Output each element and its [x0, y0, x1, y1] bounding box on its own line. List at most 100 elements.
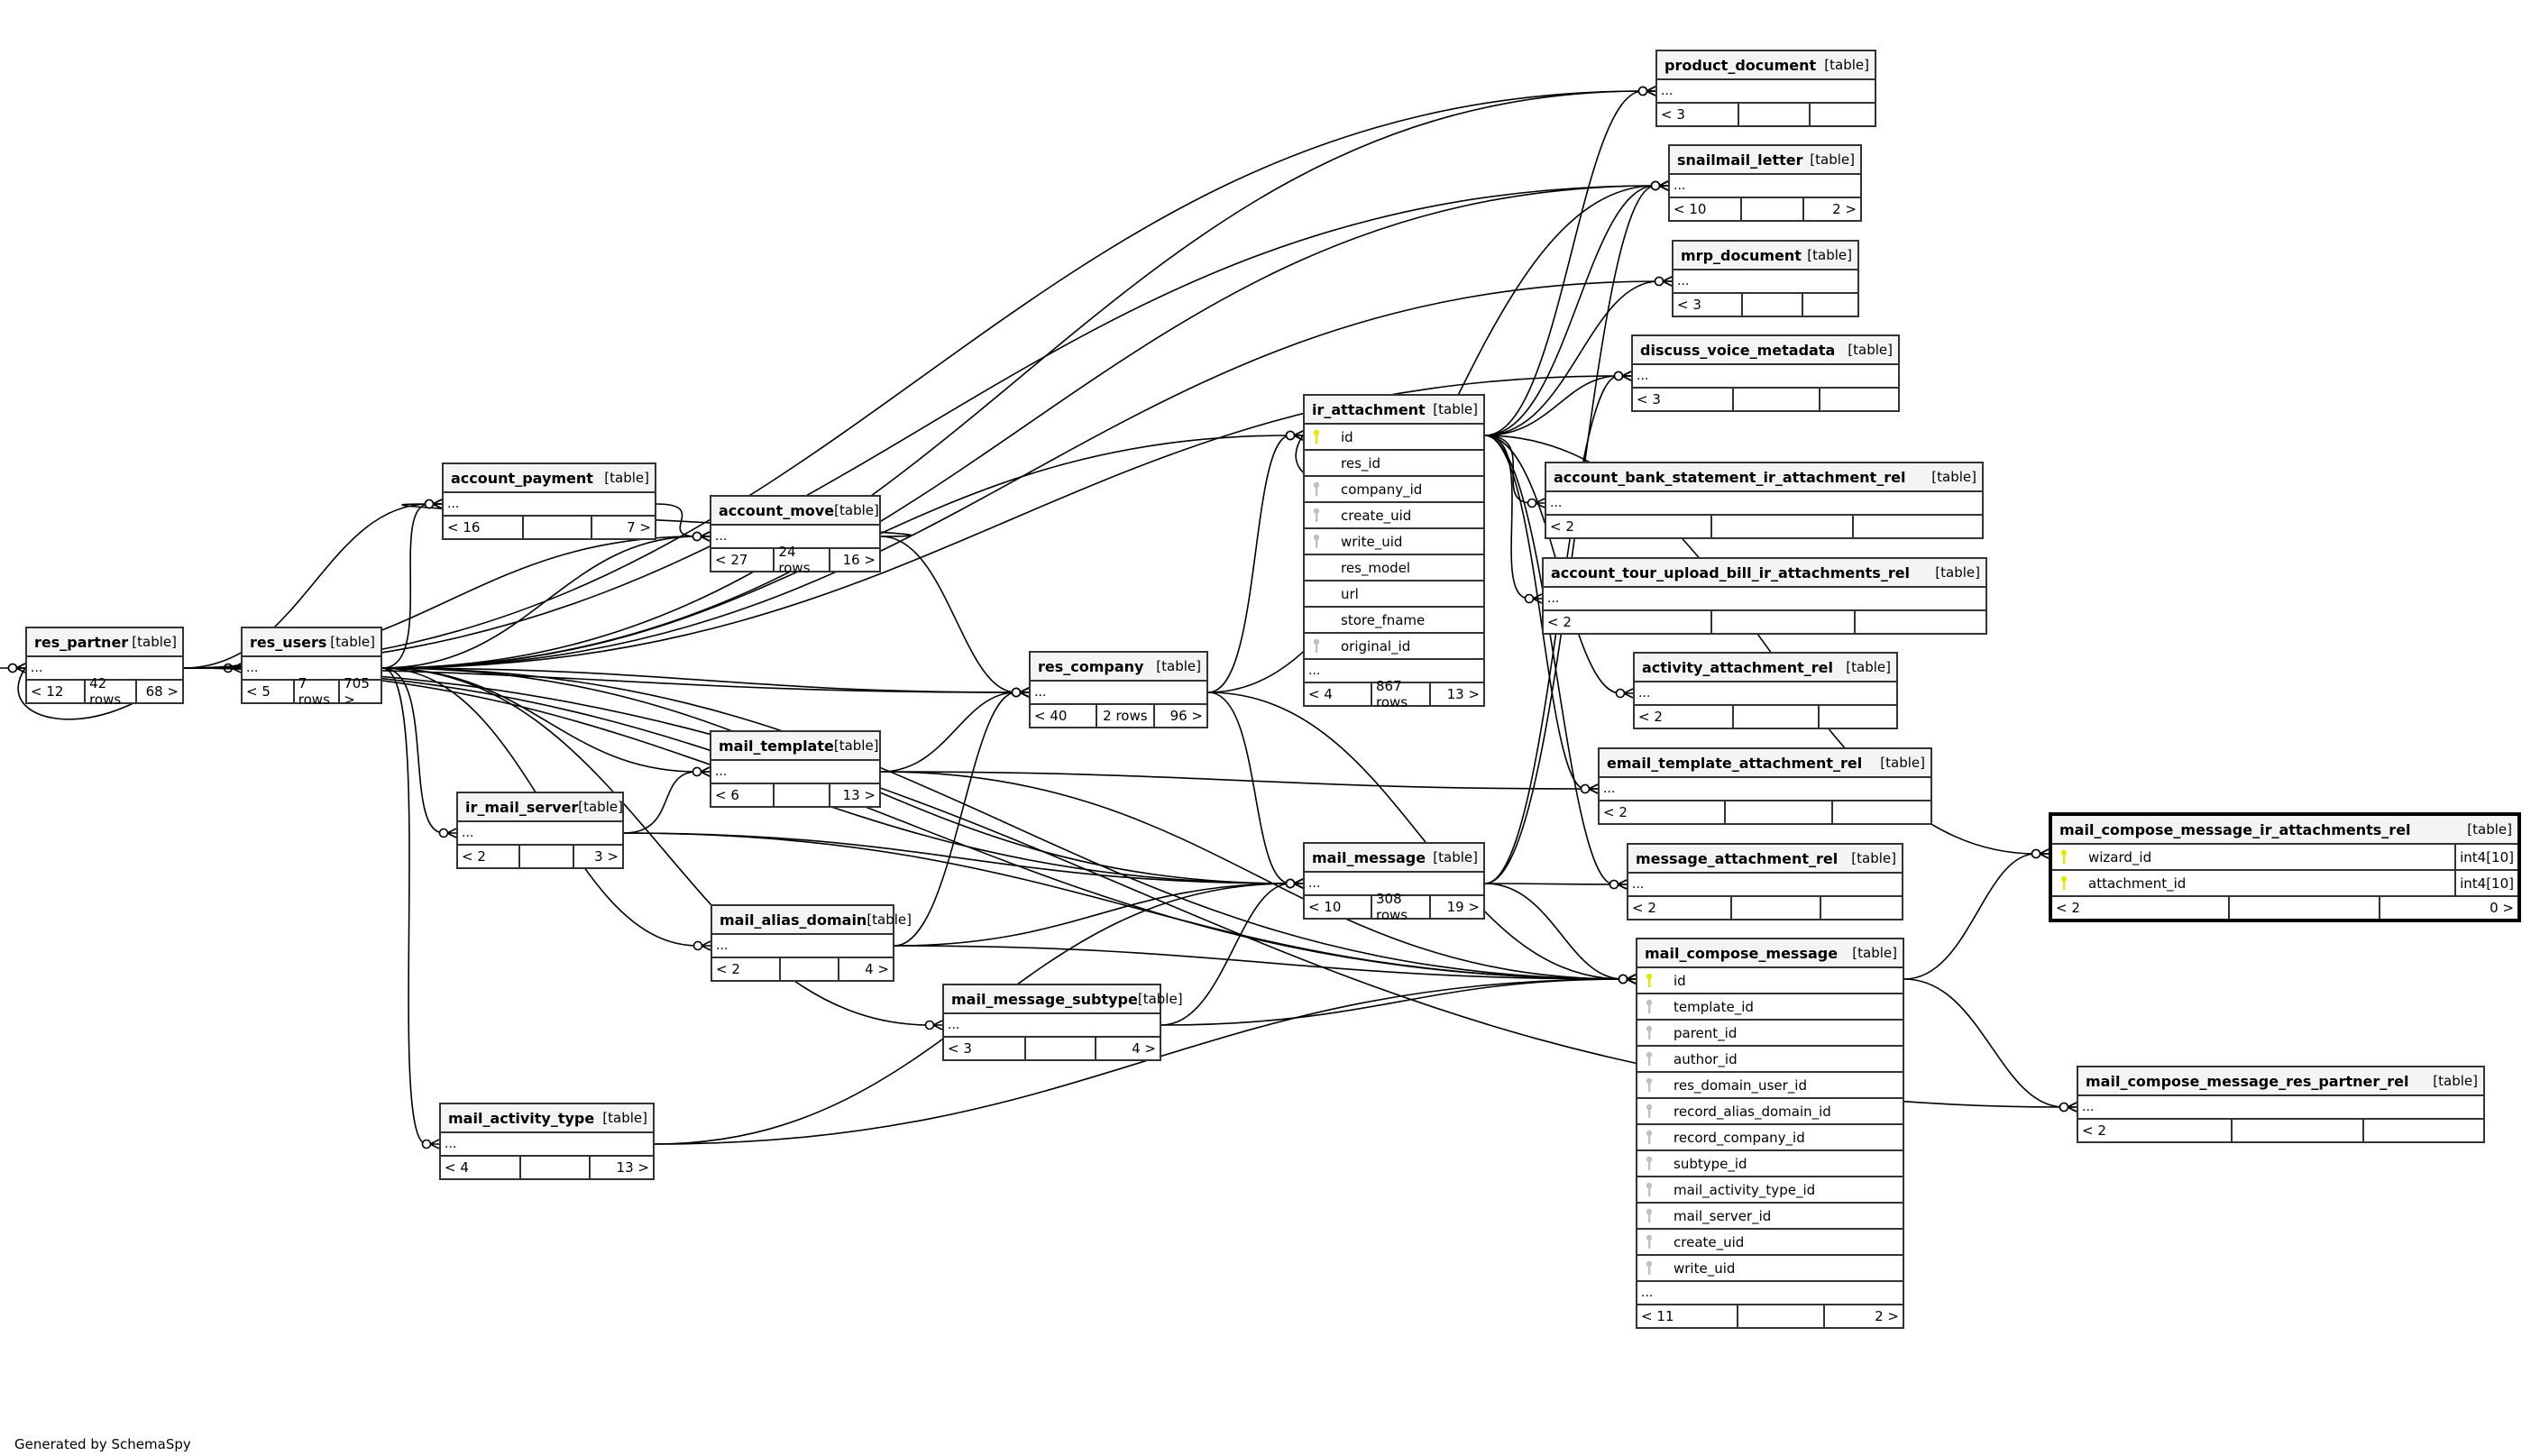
child-count[interactable] — [1820, 706, 1896, 728]
parent-count[interactable]: < 2 — [2078, 1120, 2233, 1141]
relationship-line — [381, 667, 1017, 693]
column-row[interactable]: create_uid — [1637, 1230, 1903, 1256]
column-row[interactable]: store_fname — [1305, 608, 1483, 634]
column-row[interactable]: author_id — [1637, 1047, 1903, 1073]
column-row[interactable]: record_alias_domain_id — [1637, 1099, 1903, 1125]
column-row[interactable]: mail_activity_type_id — [1637, 1177, 1903, 1204]
column-row[interactable]: create_uid — [1305, 503, 1483, 529]
child-count[interactable] — [1833, 801, 1930, 823]
child-count[interactable] — [1856, 611, 1985, 633]
child-count[interactable] — [1820, 389, 1898, 410]
table-mail-compose-message-ir-attachments-rel[interactable]: mail_compose_message_ir_attachments_rel[… — [2049, 812, 2521, 922]
table-account-tour-upload-bill-ir-attachments-rel[interactable]: account_tour_upload_bill_ir_attachments_… — [1542, 557, 1987, 635]
child-count[interactable]: 16 > — [842, 552, 876, 568]
child-count[interactable]: 2 > — [1832, 201, 1857, 217]
parent-count[interactable]: < 2 — [712, 958, 781, 980]
child-count[interactable]: 68 > — [145, 683, 179, 700]
child-count[interactable] — [2364, 1120, 2483, 1141]
column-row[interactable]: res_model — [1305, 555, 1483, 581]
child-count[interactable]: 4 > — [865, 961, 889, 977]
column-row[interactable]: url — [1305, 581, 1483, 608]
child-count[interactable]: 13 > — [616, 1159, 649, 1176]
table-product-document[interactable]: product_document[table] ... < 3 — [1655, 50, 1876, 127]
column-row[interactable]: original_id — [1305, 634, 1483, 660]
column-row[interactable]: record_company_id — [1637, 1125, 1903, 1151]
child-count[interactable]: 3 > — [594, 848, 619, 865]
table-mrp-document[interactable]: mrp_document[table] ... < 3 — [1672, 240, 1859, 317]
table-mail-compose-message-res-partner-rel[interactable]: mail_compose_message_res_partner_rel[tab… — [2077, 1066, 2485, 1143]
parent-count[interactable]: < 10 — [1305, 896, 1372, 918]
child-count[interactable]: 2 > — [1875, 1308, 1899, 1324]
table-activity-attachment-rel[interactable]: activity_attachment_rel[table] ... < 2 — [1633, 652, 1898, 729]
parent-count[interactable]: < 4 — [441, 1157, 522, 1178]
child-count[interactable]: 705 > — [344, 675, 370, 708]
child-count[interactable] — [1821, 897, 1902, 919]
parent-count[interactable]: < 2 — [1544, 611, 1712, 633]
table-email-template-attachment-rel[interactable]: email_template_attachment_rel[table] ...… — [1598, 747, 1932, 825]
child-count[interactable]: 7 > — [627, 519, 651, 536]
child-count[interactable]: 4 > — [1132, 1040, 1156, 1057]
parent-count[interactable]: < 10 — [1670, 198, 1742, 220]
parent-count[interactable]: < 3 — [1633, 389, 1734, 410]
parent-count[interactable]: < 5 — [243, 681, 295, 702]
table-message-attachment-rel[interactable]: message_attachment_rel[table] ... < 2 — [1627, 843, 1903, 920]
column-row[interactable]: id — [1305, 425, 1483, 451]
parent-count[interactable]: < 3 — [1674, 294, 1744, 316]
parent-count[interactable]: < 3 — [1657, 104, 1740, 125]
child-count[interactable]: 13 > — [1446, 686, 1480, 702]
child-count[interactable] — [1854, 516, 1982, 537]
parent-count[interactable]: < 2 — [1635, 706, 1735, 728]
column-row[interactable]: parent_id — [1637, 1021, 1903, 1047]
column-row[interactable]: write_uid — [1637, 1256, 1903, 1282]
parent-count[interactable]: < 12 — [27, 681, 87, 702]
child-count[interactable]: 96 > — [1169, 708, 1204, 724]
parent-count[interactable]: < 4 — [1305, 683, 1372, 705]
parent-count[interactable]: < 2 — [2052, 897, 2230, 919]
column-row[interactable]: template_id — [1637, 994, 1903, 1021]
table-discuss-voice-metadata[interactable]: discuss_voice_metadata[table] ... < 3 — [1631, 334, 1900, 412]
relationship-line — [183, 503, 430, 669]
parent-count[interactable]: < 16 — [444, 517, 524, 538]
column-row[interactable]: id — [1637, 968, 1903, 994]
column-row[interactable]: company_id — [1305, 477, 1483, 503]
column-name: wizard_id — [2088, 848, 2152, 865]
parent-count[interactable]: < 40 — [1031, 705, 1097, 727]
child-count[interactable] — [1811, 104, 1875, 125]
parent-count[interactable]: < 6 — [711, 784, 775, 806]
child-count[interactable] — [1803, 294, 1857, 316]
parent-count[interactable]: < 2 — [458, 846, 520, 867]
column-row[interactable]: res_id — [1305, 451, 1483, 477]
column-row[interactable]: write_uid — [1305, 529, 1483, 555]
column-row[interactable]: mail_server_id — [1637, 1204, 1903, 1230]
parent-count[interactable]: < 27 — [711, 549, 775, 571]
table-account-bank-statement-ir-attachment-rel[interactable]: account_bank_statement_ir_attachment_rel… — [1545, 462, 1984, 539]
child-count[interactable]: 0 > — [2490, 900, 2514, 916]
parent-count[interactable]: < 2 — [1600, 801, 1726, 823]
child-count[interactable]: 13 > — [842, 787, 876, 803]
column-row[interactable]: subtype_id — [1637, 1151, 1903, 1177]
table-type: [table] — [1851, 850, 1896, 866]
parent-count[interactable]: < 2 — [1546, 516, 1712, 537]
column-row[interactable]: res_domain_user_id — [1637, 1073, 1903, 1099]
child-count[interactable]: 19 > — [1446, 899, 1480, 915]
parent-count[interactable]: < 3 — [944, 1038, 1026, 1059]
relationship-line — [183, 185, 1656, 669]
parent-count[interactable]: < 11 — [1637, 1305, 1738, 1327]
parent-count[interactable]: < 2 — [1628, 897, 1733, 919]
